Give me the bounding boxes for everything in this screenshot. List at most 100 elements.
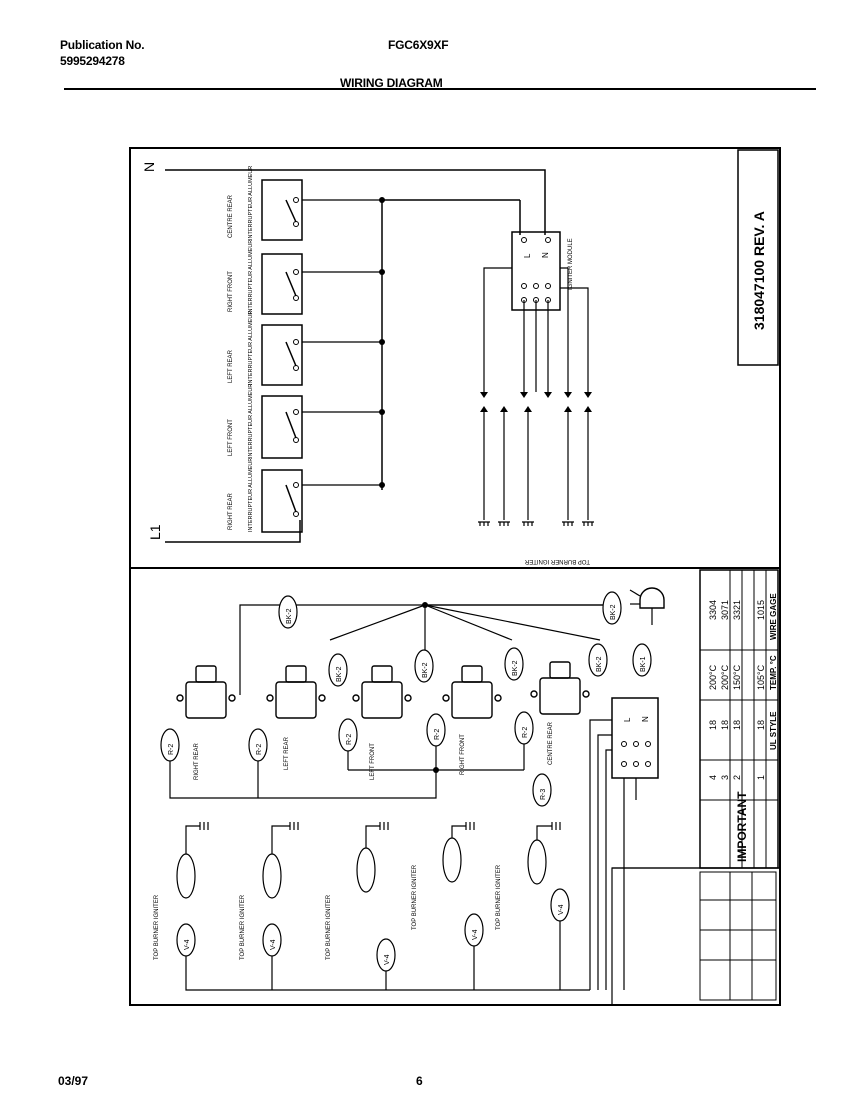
bottom-schematic: BK-2 BK-2 BK-2 BK-2 BK-2 BK-2 BK-1 [154,569,781,1006]
diagram-label: R-3 [540,789,547,800]
wire-code-r2-e: R-2 [514,711,534,745]
wire-table-header: IMPORTANT [735,791,749,862]
terminal-l1: L1 [147,524,163,540]
diagram-label: R-2 [434,729,441,740]
diagram-label: R-2 [522,727,529,738]
diagram-label: TOP BURNER IGNITER [326,894,332,960]
diagram-label: RIGHT REAR [228,492,234,530]
diagram-label: RIGHT REAR [194,742,200,780]
diagram-label: R-2 [256,744,263,755]
igniter-unit-centre-rear [530,661,590,715]
wire-code-bk2-c: BK-2 [414,649,434,683]
wire-n [165,169,546,235]
diagram-label: BK-2 [286,608,293,624]
model-number: FGC6X9XF [388,38,449,52]
igniter-unit-left-rear [266,665,326,719]
diagram-label: 18 [756,720,766,730]
diagram-label: V-4 [270,939,277,950]
diagram-label: BK-2 [422,662,429,678]
switch-left-front: LEFT FRONT INTERRUPTEUR ALLUMEUR [228,384,382,459]
diagram-label: 1015 [756,600,766,620]
diagram-label: 1 [756,775,766,780]
diagram-label: N [641,716,650,722]
diagram-label: 200°C [720,664,730,690]
diagram-label: L [523,253,532,258]
diagram-label: BK-2 [512,660,519,676]
diagram-label: BK-2 [610,604,617,620]
footer-date: 03/97 [58,1074,89,1088]
wire-code-bk2-e: BK-2 [588,643,608,677]
wire-code-v4-group [176,837,570,972]
wire-code-bk2-b: BK-2 [328,653,348,687]
section-title: WIRING DIAGRAM [340,76,443,90]
diagram-label: BK-1 [640,656,647,672]
wire-code-bk2-a: BK-2 [278,595,298,629]
part-number: 318047100 REV. A [751,211,767,330]
diagram-label: 18 [708,720,718,730]
diagram-label: BK-2 [596,656,603,672]
diagram-label: RIGHT FRONT [228,271,234,312]
power-plug [629,587,665,625]
diagram-label: 18 [732,720,742,730]
diagram-label: 150°C [732,664,742,690]
diagram-label: WIRE GAGE [769,593,778,640]
diagram-label: TOP BURNER IGNITER [154,894,160,960]
diagram-label: INTERRUPTEUR ALLUMEUR [248,458,254,532]
diagram-label: CENTRE REAR [548,721,554,765]
diagram-label: V-4 [558,904,565,915]
publication-label: Publication No. [60,38,145,52]
wire-code-r2-a: R-2 [160,728,180,762]
diagram-label: V-4 [184,939,191,950]
wire-gage-table: IMPORTANT WIRE GAGE TEMP. °C UL STYLE 33… [699,569,779,869]
publication-number: 5995294278 [60,54,125,68]
diagram-label: INTERRUPTEUR ALLUMEUR [248,311,254,385]
diagram-label: LEFT FRONT [228,419,234,456]
switch-left-rear: LEFT REAR INTERRUPTEUR ALLUMEUR [228,311,382,386]
diagram-label: 105°C [756,664,766,690]
page-number: 6 [416,1074,423,1088]
diagram-label: TEMP. °C [769,655,778,690]
diagram-label: 3304 [708,600,718,620]
diagram-label: L [623,717,632,722]
diagram-label: INTERRUPTEUR ALLUMEUR [248,166,254,240]
diagram-label: 2 [732,775,742,780]
diagram-label: V-4 [384,954,391,965]
wire-code-bk2-d: BK-2 [504,647,524,681]
diagram-label: 3071 [720,600,730,620]
diagram-label: INTERRUPTEUR ALLUMEUR [248,384,254,458]
igniter-unit-left-front [352,665,412,719]
diagram-label: RIGHT FRONT [460,734,466,775]
igniter-unit-right-rear [176,665,236,719]
diagram-label: LEFT REAR [228,349,234,383]
wire-code-r2-c: R-2 [338,718,358,752]
diagram-label: N [541,252,550,258]
diagram-label: UL STYLE [769,711,778,750]
diagram-frame [129,147,781,1006]
wire-l1 [165,520,301,543]
wire-code-r3: R-3 [532,773,552,807]
wire-code-bk1: BK-1 [632,643,652,677]
diagram-label: TOP BURNER IGNITER [412,864,418,930]
top-schematic: N L1 CENTRE REAR INTERRUPTEUR ALLUMEUR [141,149,779,564]
diagram-label: BK-2 [336,666,343,682]
bottom-module: L N [611,697,659,779]
switch-right-rear: RIGHT REAR INTERRUPTEUR ALLUMEUR [228,458,382,533]
diagram-label: CENTRE REAR [228,194,234,238]
diagram-label: 200°C [708,664,718,690]
diagram-label: V-4 [472,929,479,940]
igniter-unit-right-front [442,665,502,719]
diagram-label: TOP BURNER IGNITER [496,864,502,930]
wire-code-bk2-f: BK-2 [602,591,622,625]
diagram-label: TOP BURNER IGNITER [240,894,246,960]
diagram-label: LEFT REAR [284,736,290,770]
diagram-label: IGNITER MODULE [568,238,574,290]
diagram-label: R-2 [168,744,175,755]
wire-code-r2-d: R-2 [426,713,446,747]
switch-right-front: RIGHT FRONT INTERRUPTEUR ALLUMEUR [228,240,382,315]
terminal-n: N [141,162,157,172]
diagram-label: 4 [708,775,718,780]
burner-igniter-label: TOP BURNER IGNITER [524,558,590,564]
diagram-label: 3 [720,775,730,780]
wire-code-r2-b: R-2 [248,728,268,762]
